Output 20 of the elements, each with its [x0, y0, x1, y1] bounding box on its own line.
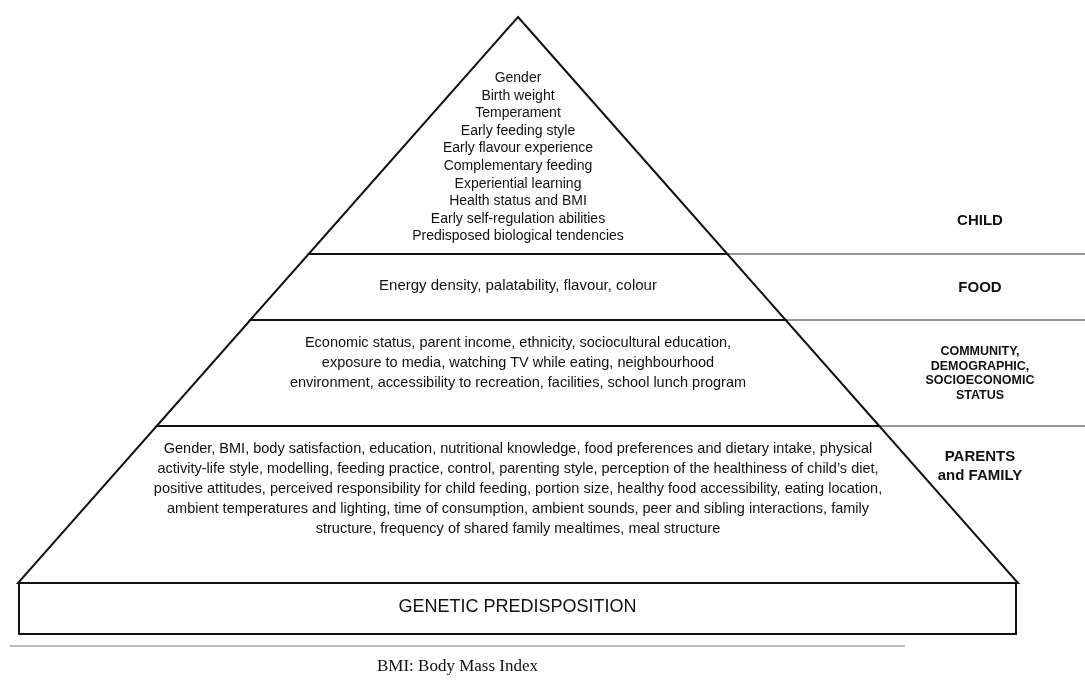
factor-list: Economic status, parent income, ethnicity, sociocultural education, exposure to media, watching TV while eating, neighbourhood environment, accessibility to recreation, facilities, school lunch program: [283, 332, 753, 392]
factor-list: Energy density, palatability, flavour, colour: [268, 276, 768, 294]
factor-item: Early flavour experience: [441, 139, 595, 157]
base-box: [18, 583, 1017, 635]
factor-item: Early self-regulation abilities: [429, 209, 607, 228]
factor-item: Gender: [493, 69, 543, 87]
tier-heading: CHILD: [956, 211, 1004, 229]
factor-item: Temperament: [474, 104, 562, 122]
factor-item: Health status and BMI: [448, 192, 588, 210]
tier-heading: COMMUNITY, DEMOGRAPHIC, SOCIOECONOMIC STATUS: [924, 344, 1036, 402]
factor-item: Birth weight: [480, 86, 556, 105]
factor-item: Complementary feeding: [442, 156, 594, 175]
factor-item: Experiential learning: [453, 174, 583, 193]
factor-item: Predisposed biological tendencies: [411, 227, 625, 245]
tier-heading: PARENTS and FAMILY: [936, 445, 1024, 484]
caption: BMI: Body Mass Index: [376, 656, 539, 676]
tier-heading: FOOD: [957, 278, 1003, 296]
base-label: GENETIC PREDISPOSITION: [397, 596, 638, 617]
factor-item: Early feeding style: [459, 121, 577, 140]
factor-list: Gender, BMI, body satisfaction, education, nutritional knowledge, food preferences and dietary intake, physical activity-life style, modelling, feeding practice, control, parenting style, perception of the healthiness of child’s diet, positive attitudes, perceived responsibility for child feeding, portion size, healthy food accessibility, eating location, ambient temperatures and lighting, time of consumption, ambient sounds, peer and sibling interactions, family structure, frequency of shared family mealtimes, meal structure: [145, 438, 891, 538]
